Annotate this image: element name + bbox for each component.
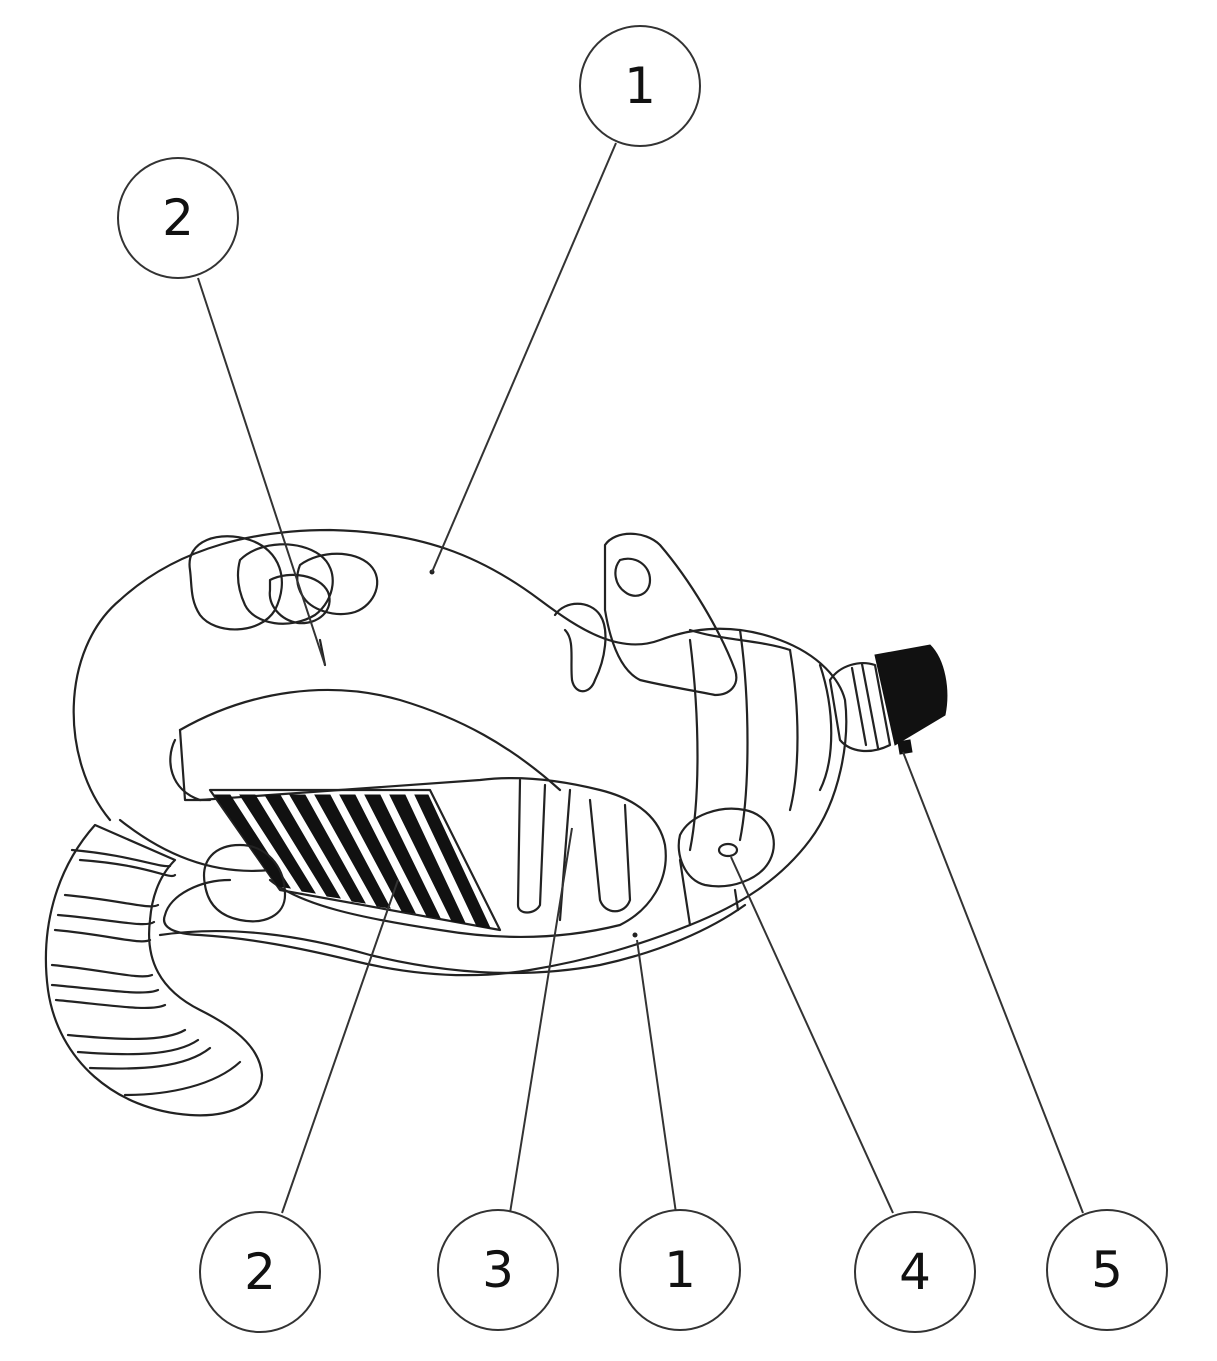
callout-bottom-4: 4 <box>854 1211 976 1333</box>
body-outline <box>72 528 848 977</box>
callout-bottom-5: 5 <box>1046 1209 1168 1331</box>
callout-label: 1 <box>664 1241 696 1299</box>
ribbed-hook <box>44 823 264 1117</box>
callout-bottom-1: 1 <box>619 1209 741 1331</box>
callout-label: 2 <box>244 1243 276 1301</box>
top-relief <box>188 535 379 631</box>
callout-top-1: 1 <box>579 25 701 147</box>
grille <box>208 788 502 932</box>
callout-bottom-2: 2 <box>199 1211 321 1333</box>
callout-bottom-3: 3 <box>437 1209 559 1331</box>
leader-lines <box>197 142 1084 1214</box>
callout-top-2: 2 <box>117 157 239 279</box>
latch <box>553 532 792 697</box>
threaded-connector <box>828 644 948 755</box>
callout-label: 4 <box>899 1243 931 1301</box>
callout-label: 5 <box>1091 1241 1123 1299</box>
device-illustration <box>44 528 948 1117</box>
callout-label: 2 <box>162 189 194 247</box>
callout-label: 1 <box>624 57 656 115</box>
callout-label: 3 <box>482 1241 514 1299</box>
